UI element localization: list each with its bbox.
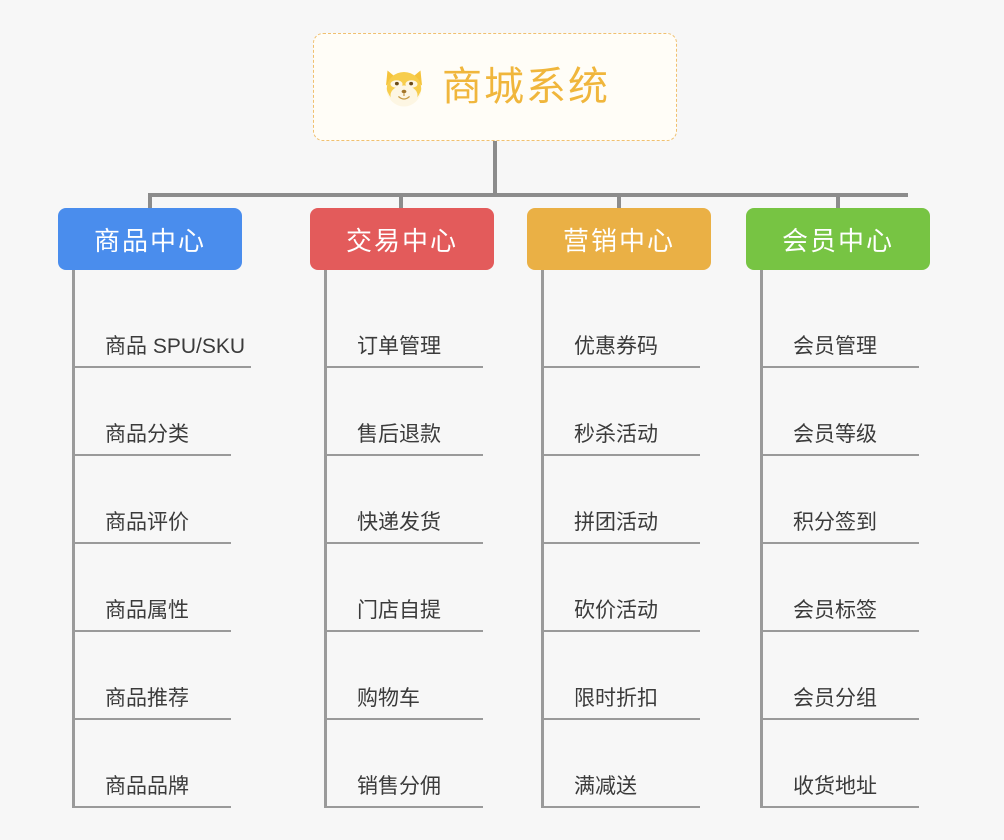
- connector-root-vertical: [493, 141, 497, 196]
- list-item-label: 商品 SPU/SKU: [75, 334, 252, 368]
- root-title: 商城系统: [442, 65, 610, 109]
- dog-face-icon: [386, 70, 422, 107]
- list-item[interactable]: 会员管理: [763, 280, 986, 368]
- list-item-label: 限时折扣: [544, 686, 700, 720]
- list-item-label: 会员标签: [763, 598, 919, 632]
- list-item[interactable]: 优惠券码: [544, 280, 767, 368]
- branch-column-trade-center: 交易中心 订单管理 售后退款 快递发货 门店自提 购物车 销售分佣: [310, 208, 555, 808]
- list-item[interactable]: 商品 SPU/SKU: [75, 280, 308, 368]
- list-item-label: 销售分佣: [327, 774, 483, 808]
- list-item[interactable]: 收货地址: [763, 720, 986, 808]
- list-item[interactable]: 门店自提: [327, 544, 555, 632]
- list-item[interactable]: 商品品牌: [75, 720, 308, 808]
- connector-branch-3-drop: [617, 193, 621, 210]
- list-item-label: 会员分组: [763, 686, 919, 720]
- list-item-label: 满减送: [544, 774, 700, 808]
- list-item[interactable]: 销售分佣: [327, 720, 555, 808]
- list-item-label: 门店自提: [327, 598, 483, 632]
- list-item[interactable]: 商品评价: [75, 456, 308, 544]
- branch-header-marketing-center[interactable]: 营销中心: [527, 208, 711, 270]
- list-item[interactable]: 购物车: [327, 632, 555, 720]
- list-item-label: 优惠券码: [544, 334, 700, 368]
- list-item-label: 商品品牌: [75, 774, 231, 808]
- list-item-label: 购物车: [327, 686, 483, 720]
- list-item-label: 商品分类: [75, 422, 231, 456]
- list-item-label: 售后退款: [327, 422, 483, 456]
- list-item[interactable]: 订单管理: [327, 280, 555, 368]
- connector-horizontal-bus: [148, 193, 908, 197]
- list-item[interactable]: 秒杀活动: [544, 368, 767, 456]
- branch-header-product-center[interactable]: 商品中心: [58, 208, 242, 270]
- list-item[interactable]: 商品属性: [75, 544, 308, 632]
- list-item[interactable]: 商品分类: [75, 368, 308, 456]
- list-item-label: 会员等级: [763, 422, 919, 456]
- list-item[interactable]: 会员分组: [763, 632, 986, 720]
- connector-branch-2-drop: [399, 193, 403, 210]
- list-item-label: 拼团活动: [544, 510, 700, 544]
- list-item-label: 订单管理: [327, 334, 483, 368]
- branch-items-product-center: 商品 SPU/SKU 商品分类 商品评价 商品属性 商品推荐 商品品牌: [72, 270, 308, 808]
- root-node[interactable]: 商城系统: [313, 33, 677, 141]
- branch-column-member-center: 会员中心 会员管理 会员等级 积分签到 会员标签 会员分组 收货地址: [746, 208, 986, 808]
- list-item-label: 会员管理: [763, 334, 919, 368]
- list-item[interactable]: 积分签到: [763, 456, 986, 544]
- list-item-label: 收货地址: [763, 774, 919, 808]
- connector-branch-4-drop: [836, 193, 840, 210]
- list-item-label: 秒杀活动: [544, 422, 700, 456]
- list-item-label: 商品评价: [75, 510, 231, 544]
- branch-items-trade-center: 订单管理 售后退款 快递发货 门店自提 购物车 销售分佣: [324, 270, 555, 808]
- list-item[interactable]: 商品推荐: [75, 632, 308, 720]
- list-item[interactable]: 砍价活动: [544, 544, 767, 632]
- list-item-label: 快递发货: [327, 510, 483, 544]
- list-item[interactable]: 满减送: [544, 720, 767, 808]
- branch-column-product-center: 商品中心 商品 SPU/SKU 商品分类 商品评价 商品属性 商品推荐 商品品牌: [58, 208, 308, 808]
- connector-branch-1-drop: [148, 193, 152, 210]
- list-item-label: 积分签到: [763, 510, 919, 544]
- list-item[interactable]: 拼团活动: [544, 456, 767, 544]
- list-item[interactable]: 售后退款: [327, 368, 555, 456]
- branch-column-marketing-center: 营销中心 优惠券码 秒杀活动 拼团活动 砍价活动 限时折扣 满减送: [527, 208, 767, 808]
- list-item-label: 商品属性: [75, 598, 231, 632]
- list-item-label: 砍价活动: [544, 598, 700, 632]
- list-item[interactable]: 会员等级: [763, 368, 986, 456]
- list-item[interactable]: 会员标签: [763, 544, 986, 632]
- branch-items-member-center: 会员管理 会员等级 积分签到 会员标签 会员分组 收货地址: [760, 270, 986, 808]
- list-item[interactable]: 快递发货: [327, 456, 555, 544]
- branch-items-marketing-center: 优惠券码 秒杀活动 拼团活动 砍价活动 限时折扣 满减送: [541, 270, 767, 808]
- branch-header-member-center[interactable]: 会员中心: [746, 208, 930, 270]
- list-item[interactable]: 限时折扣: [544, 632, 767, 720]
- branch-header-trade-center[interactable]: 交易中心: [310, 208, 494, 270]
- list-item-label: 商品推荐: [75, 686, 231, 720]
